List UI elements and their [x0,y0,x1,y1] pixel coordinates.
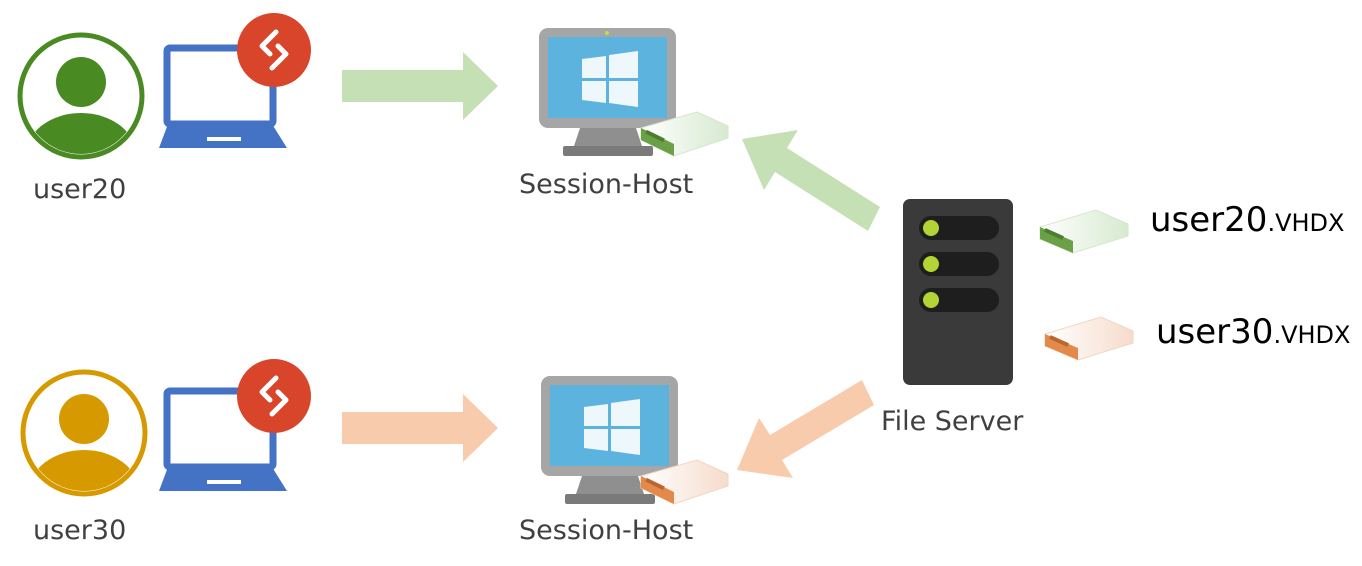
session-host-1-monitor-icon [539,28,676,156]
windows-logo-icon [584,399,640,455]
session-host-2-disk-icon [640,459,729,505]
user30-remote-desktop-icon[interactable] [237,359,311,433]
user30-vhdx-disk-icon [1044,316,1134,361]
user30-vhdx-ext: .VHDX [1273,321,1351,349]
user20-vhdx-ext: .VHDX [1267,209,1345,237]
file-server-label: File Server [881,406,1024,437]
server-to-host1-arrow [742,130,880,231]
session-host-1-label: Session-Host [519,169,694,200]
user20-vhdx-label: user20.VHDX [1150,200,1344,240]
user20-avatar-icon [17,32,145,160]
user30-vhdx-label: user30.VHDX [1156,312,1350,352]
session-host-1-disk-icon [640,111,729,157]
user30-laptop-icon [159,387,287,491]
user20-vhdx-name: user20 [1150,200,1268,240]
file-server-icon [903,199,1013,385]
user30-label: user30 [33,515,127,546]
user30-avatar-icon [20,369,148,497]
user30-vhdx-name: user30 [1156,312,1274,352]
user30-to-host-arrow [342,394,498,462]
session-host-2-monitor-icon [541,376,678,504]
windows-logo-icon [582,51,638,107]
user20-label: user20 [33,174,127,205]
user20-remote-desktop-icon[interactable] [237,13,311,87]
user20-to-host-arrow [342,52,498,120]
session-host-2-label: Session-Host [519,515,694,546]
server-to-host2-arrow [737,380,874,478]
user20-vhdx-disk-icon [1039,209,1129,254]
